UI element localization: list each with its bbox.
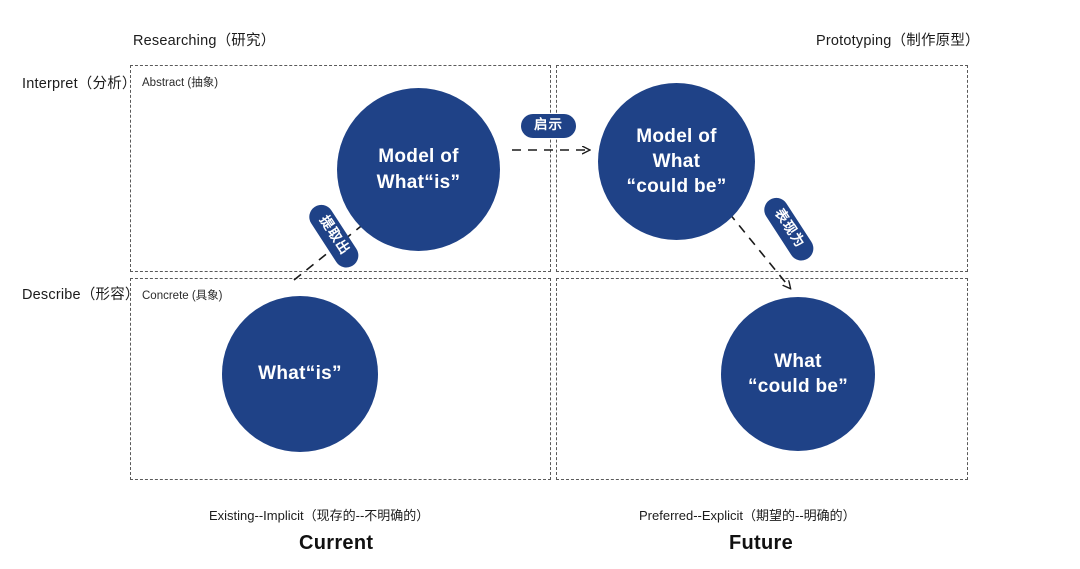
circle-text-line2: What“is” bbox=[376, 171, 461, 193]
bottom-title-future: Future bbox=[729, 532, 794, 554]
bottom-title-current: Current bbox=[299, 532, 374, 554]
quadrant-label-concrete: Concrete (具象) bbox=[142, 290, 223, 302]
circle-text-line1: Model of bbox=[378, 146, 459, 168]
circle-what-is: What“is” bbox=[222, 296, 378, 452]
circle-text-line2: What bbox=[652, 150, 701, 172]
axis-label-describe: Describe（形容） bbox=[22, 287, 140, 303]
circle-text-line1: What“is” bbox=[258, 363, 342, 385]
circle-text-line2: “could be” bbox=[747, 376, 849, 397]
quadrant-label-abstract: Abstract (抽象) bbox=[142, 77, 219, 89]
circle-model-of-what-could-be: Model of What “could be” bbox=[598, 83, 755, 240]
circle-text-line1: What bbox=[774, 350, 822, 372]
bottom-caption-existing: Existing--Implicit（现存的--不明确的） bbox=[209, 508, 430, 523]
bottom-caption-preferred: Preferred--Explicit（期望的--明确的） bbox=[639, 508, 856, 523]
axis-label-prototyping: Prototyping（制作原型） bbox=[816, 33, 980, 49]
circle-what-could-be: What “could be” bbox=[721, 297, 875, 451]
circle-model-of-what-is: Model of What“is” bbox=[337, 88, 500, 251]
axis-label-interpret: Interpret（分析） bbox=[22, 76, 137, 92]
circle-text-line3: “could be” bbox=[626, 176, 727, 198]
axis-label-researching: Researching（研究） bbox=[133, 33, 276, 49]
circle-text-line1: Model of bbox=[636, 125, 717, 147]
arrow-label-inspire: 启示 bbox=[521, 114, 576, 138]
